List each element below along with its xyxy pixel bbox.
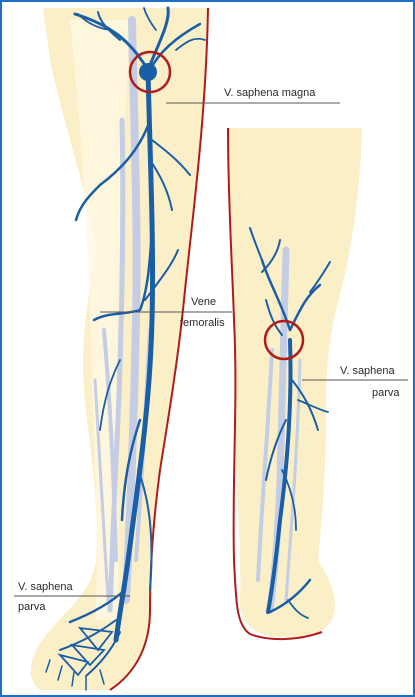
saphenous-junction <box>139 63 157 81</box>
label-saphena-parva-right-line1: V. saphena <box>340 365 396 377</box>
label-femoralis: femoralis <box>180 317 225 329</box>
label-saphena-magna: V. saphena magna <box>224 87 316 99</box>
label-vene: Vene <box>191 296 216 308</box>
right-leg-back <box>228 128 362 639</box>
label-saphena-parva-left-line2: parva <box>18 601 46 613</box>
label-saphena-parva-left-line1: V. saphena <box>18 581 74 593</box>
label-saphena-parva-right-line2: parva <box>372 387 400 399</box>
